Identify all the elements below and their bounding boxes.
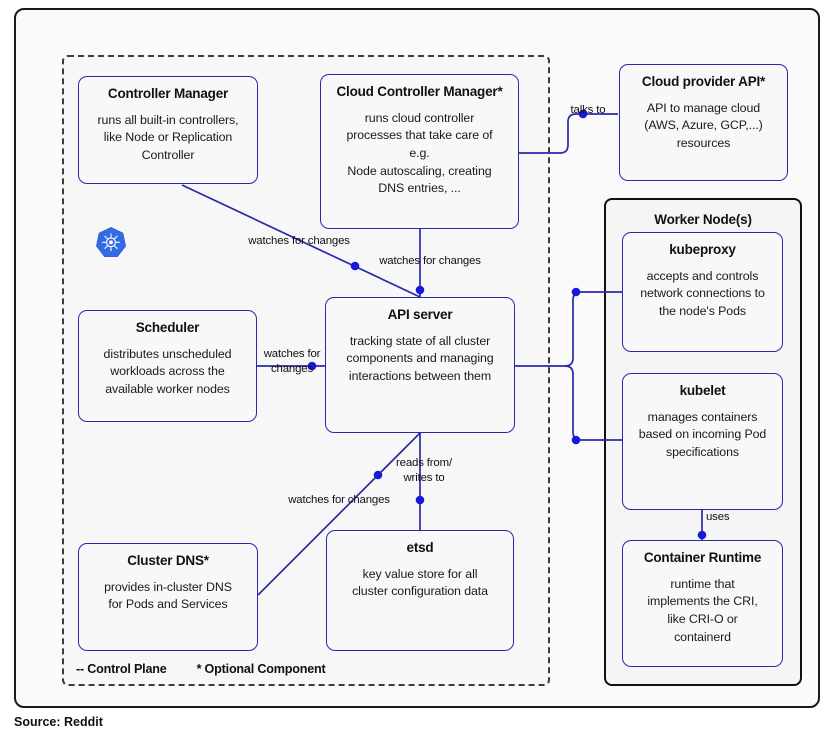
- node-description: API to manage cloud (AWS, Azure, GCP,...…: [644, 100, 763, 151]
- node-title: kubeproxy: [669, 242, 736, 257]
- node-title: Cloud Controller Manager*: [336, 84, 503, 99]
- node-title: Cluster DNS*: [127, 553, 209, 568]
- node-description: tracking state of all cluster components…: [346, 333, 494, 384]
- edge-label-talks-to: talks to: [570, 104, 606, 116]
- legend-optional-component: * Optional Component: [196, 662, 326, 676]
- node-title: Controller Manager: [107, 86, 229, 101]
- node-etcd[interactable]: etsd key value store for all cluster con…: [326, 530, 514, 651]
- node-title: Scheduler: [135, 320, 200, 335]
- node-description: key value store for all cluster configur…: [352, 566, 488, 599]
- legend-control-plane: -- Control Plane: [76, 662, 167, 676]
- edge-label-scheduler-watch: watches for changes: [263, 348, 321, 375]
- node-kubelet[interactable]: kubelet manages containers based on inco…: [622, 373, 783, 510]
- node-description: runtime that implements the CRI, like CR…: [647, 576, 758, 644]
- edge-label-controller-manager-watch: watches for changes: [248, 235, 350, 247]
- node-cloud-provider-api[interactable]: Cloud provider API* API to manage cloud …: [619, 64, 788, 181]
- node-title: etsd: [406, 540, 434, 555]
- node-description: runs cloud controller processes that tak…: [346, 110, 493, 196]
- source-caption: Source: Reddit: [14, 715, 103, 729]
- worker-node-title: Worker Node(s): [654, 212, 752, 227]
- edge-label-ccm-watch: watches for changes: [379, 255, 481, 267]
- edge-label-api-etcd: reads from/ writes to: [396, 457, 452, 484]
- node-description: accepts and controls network connections…: [640, 268, 765, 319]
- node-container-runtime[interactable]: Container Runtime runtime that implement…: [622, 540, 783, 667]
- node-title: kubelet: [679, 383, 726, 398]
- legend: -- Control Plane * Optional Component: [76, 662, 326, 676]
- node-title: Container Runtime: [643, 550, 762, 565]
- node-title: API server: [387, 307, 453, 322]
- node-kubeproxy[interactable]: kubeproxy accepts and controls network c…: [622, 232, 783, 352]
- edge-label-kubelet-uses: uses: [706, 511, 730, 523]
- node-description: runs all built-in controllers, like Node…: [97, 112, 239, 163]
- node-title: Cloud provider API*: [641, 74, 766, 89]
- node-controller-manager[interactable]: Controller Manager runs all built-in con…: [78, 76, 258, 184]
- node-description: distributes unscheduled workloads across…: [103, 346, 232, 397]
- edge-label-dns-watch: watches for changes: [288, 494, 390, 506]
- node-api-server[interactable]: API server tracking state of all cluster…: [325, 297, 515, 433]
- node-cloud-controller-manager[interactable]: Cloud Controller Manager* runs cloud con…: [320, 74, 519, 229]
- kubernetes-logo-icon: [96, 226, 126, 257]
- node-description: provides in-cluster DNS for Pods and Ser…: [104, 579, 232, 612]
- node-cluster-dns[interactable]: Cluster DNS* provides in-cluster DNS for…: [78, 543, 258, 651]
- node-scheduler[interactable]: Scheduler distributes unscheduled worklo…: [78, 310, 257, 422]
- node-description: manages containers based on incoming Pod…: [638, 409, 767, 460]
